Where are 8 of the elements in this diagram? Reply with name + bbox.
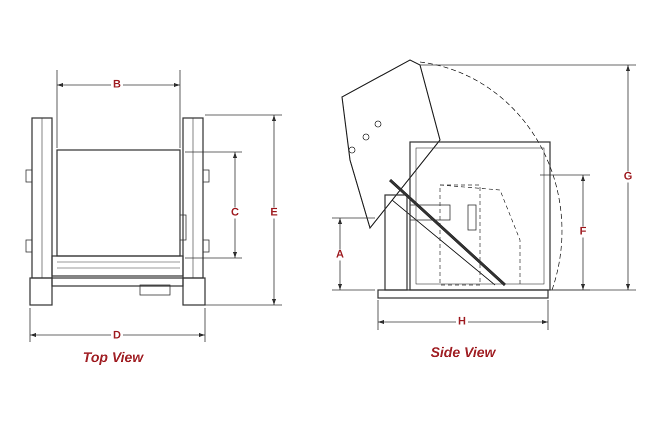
dimension-label: B <box>111 80 123 90</box>
dimension-label: E <box>268 208 280 218</box>
dimension-label: G <box>622 172 634 182</box>
dimension-label: F <box>578 226 588 238</box>
dimension-label: C <box>229 208 241 218</box>
dimension-label: H <box>456 316 468 328</box>
dimension-label: A <box>334 250 346 260</box>
dimension-label: D <box>111 330 123 342</box>
